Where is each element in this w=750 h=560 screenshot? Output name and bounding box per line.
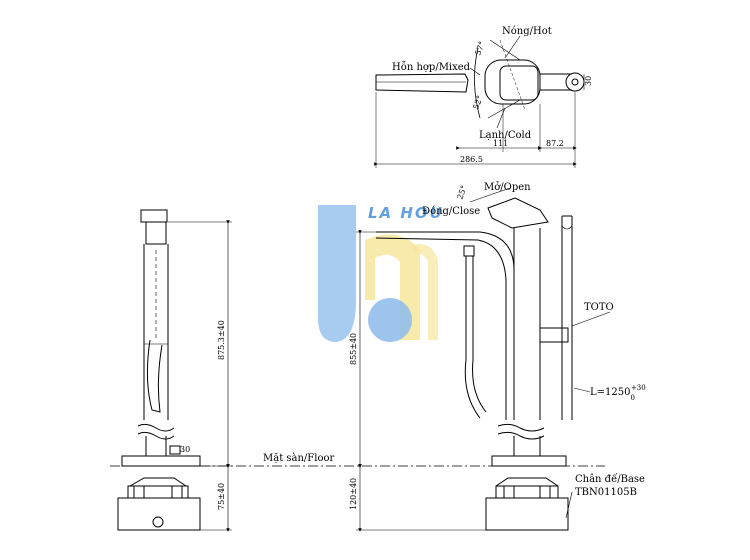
base-label: Chân đế/Base — [575, 474, 645, 485]
dim-111: 111 — [493, 139, 508, 148]
hose-length-label: L=12500 +30 — [590, 384, 646, 402]
dim-286: 286.5 — [460, 155, 483, 164]
open-label: Mở/Open — [484, 182, 531, 193]
angle-hot: 57° — [473, 40, 486, 56]
height-75: 75±40 — [217, 483, 226, 510]
mixed-label: Hỗn hợp/Mixed — [392, 61, 471, 73]
angle-cold: 52° — [471, 94, 484, 110]
hose-tolerance-upper: +30 — [631, 384, 646, 392]
floor-label: Mặt sàn/Floor — [263, 453, 334, 464]
angle-open: 25° — [455, 184, 468, 200]
brand-label: TOTO — [584, 302, 614, 313]
base-model: TBN01105B — [575, 487, 637, 498]
side-view — [117, 209, 232, 532]
top-view — [374, 35, 585, 168]
height-120: 120±40 — [349, 478, 358, 510]
close-label: Đóng/Close — [422, 206, 480, 217]
hose-length-value: L=1250 — [590, 387, 630, 398]
hot-label: Nóng/Hot — [502, 26, 552, 37]
height-875: 875.3±40 — [217, 320, 226, 360]
front-view — [356, 187, 611, 532]
height-855: 855±40 — [349, 333, 358, 365]
hose-tolerance-lower: 0 — [630, 394, 634, 402]
dim-87: 87.2 — [546, 139, 564, 148]
watermark-logo: LA HOU — [318, 204, 444, 342]
dim-30-top: 30 — [584, 76, 593, 86]
dim-30-side: 30 — [180, 445, 190, 454]
cold-label: Lạnh/Cold — [479, 130, 532, 141]
watermark-text: LA HOU — [368, 204, 444, 222]
